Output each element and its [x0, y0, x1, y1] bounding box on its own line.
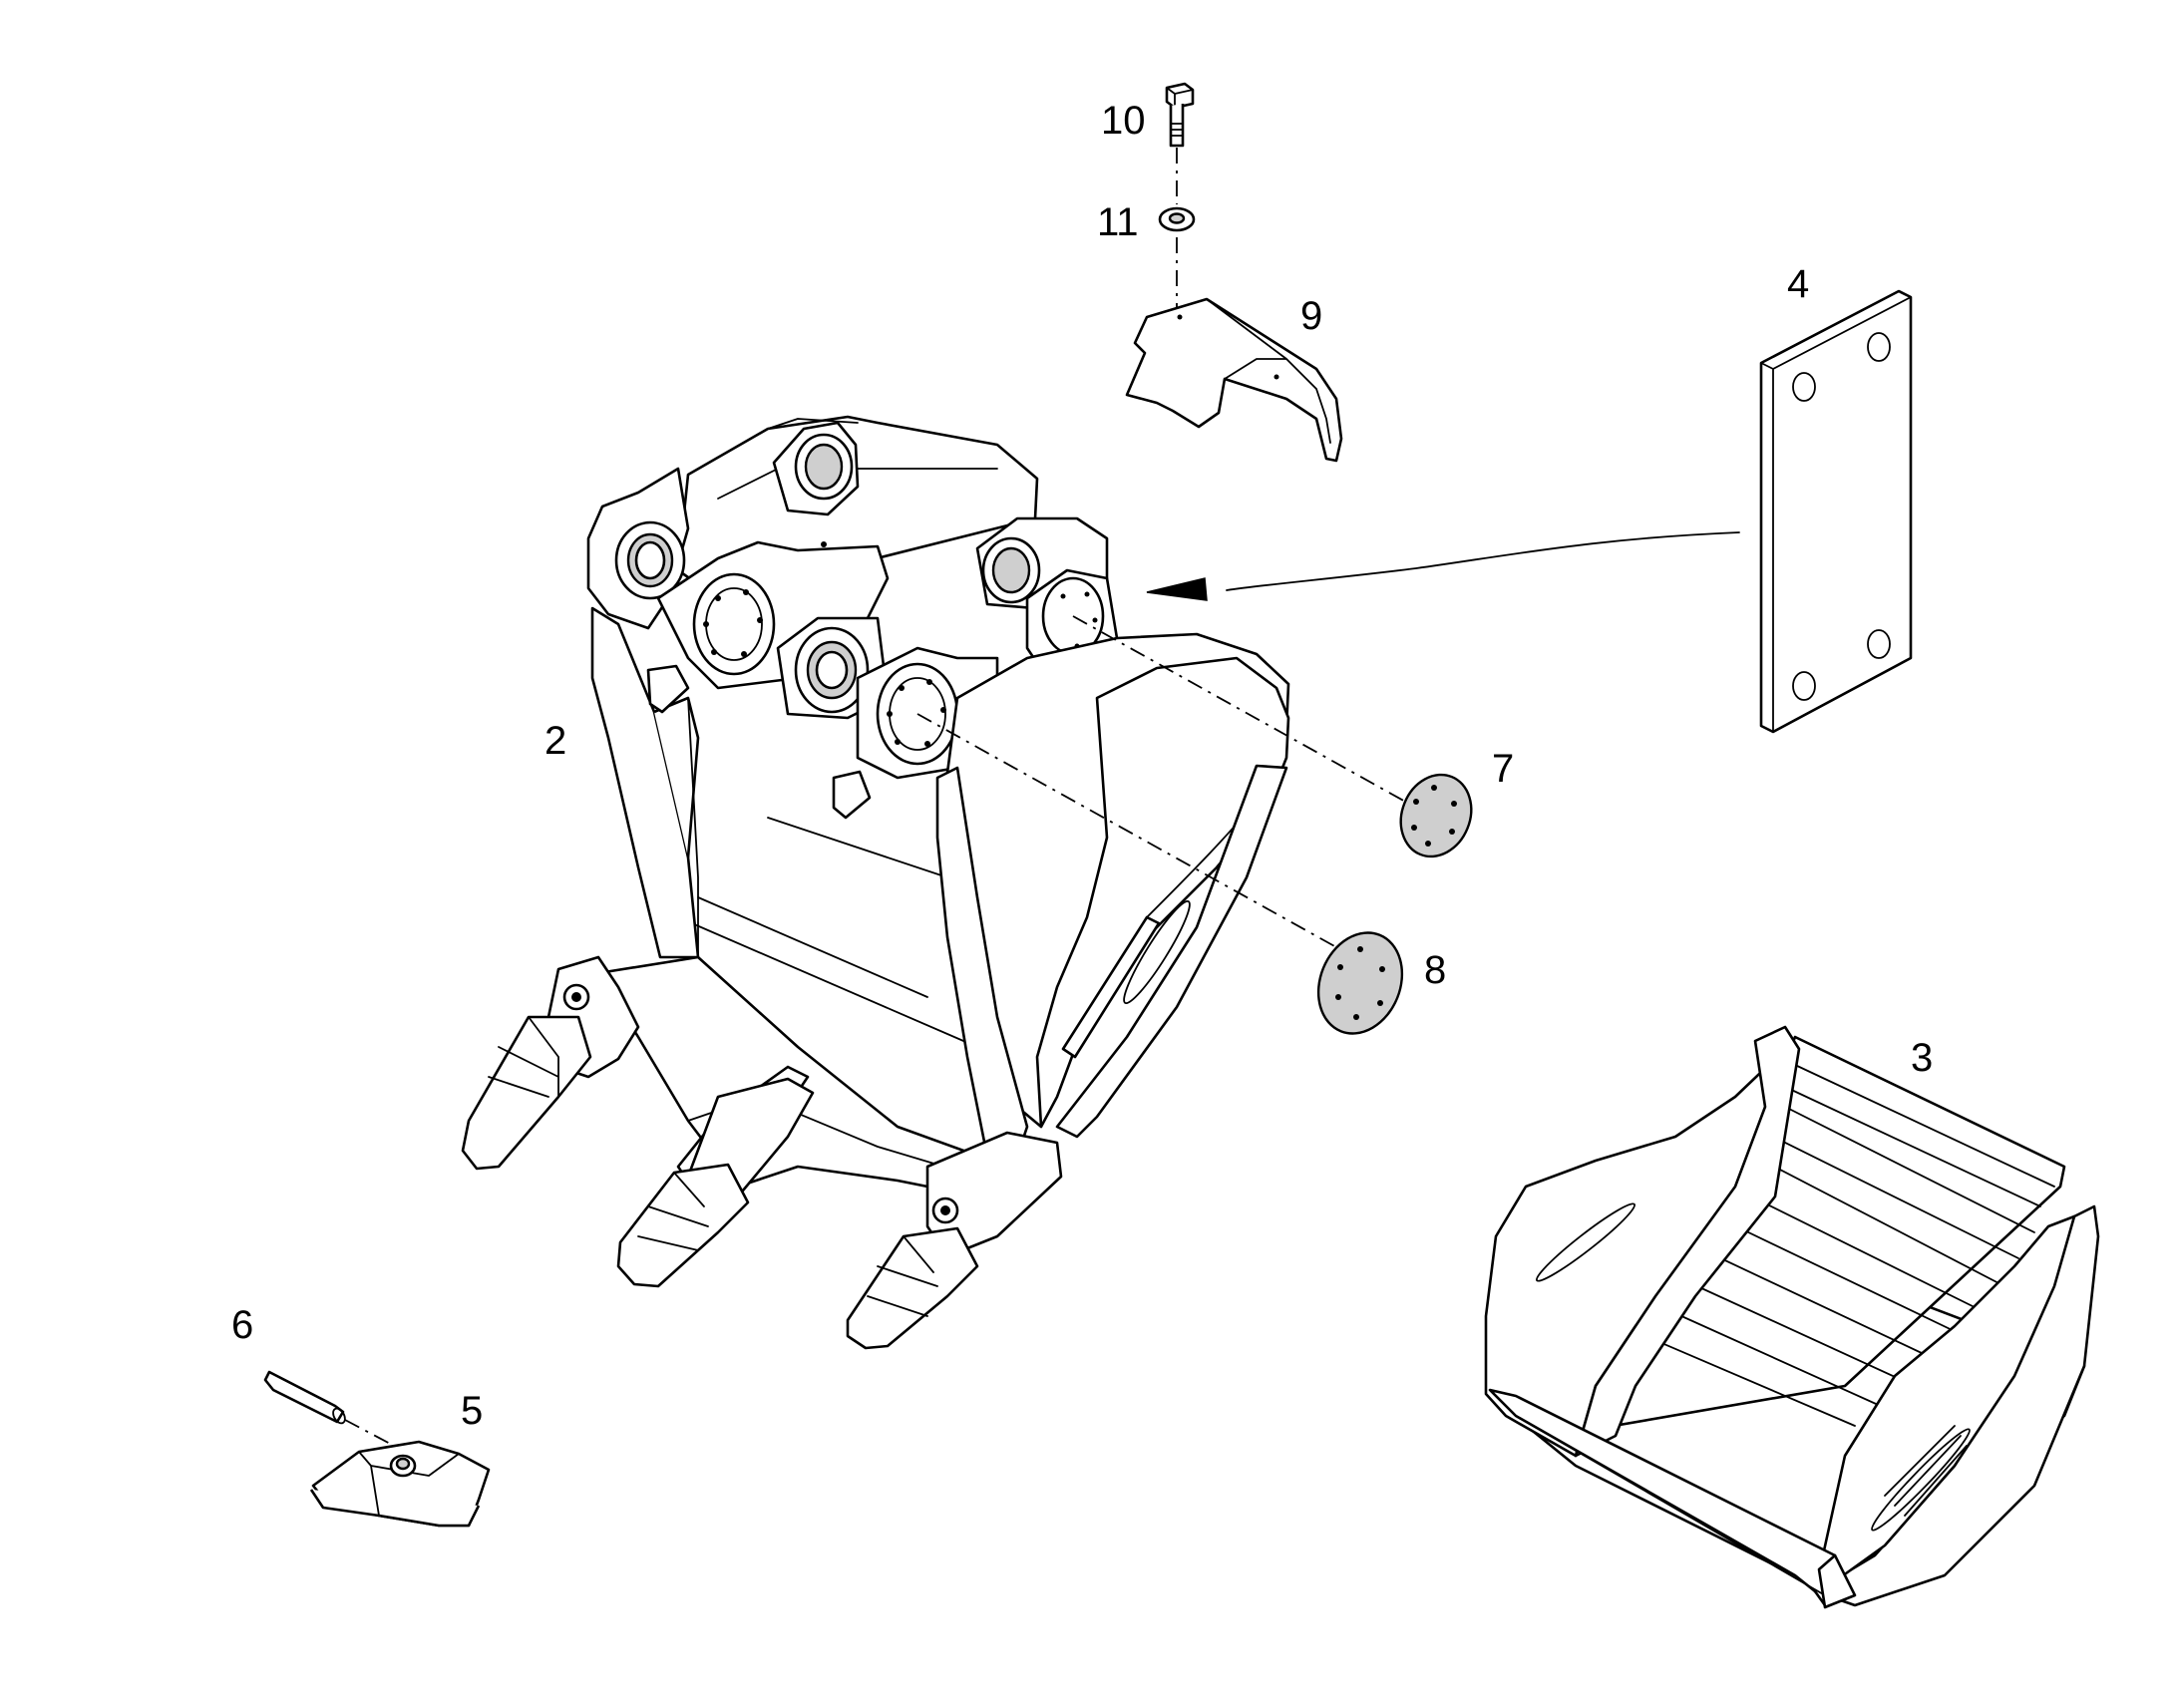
- callout-6: 6: [231, 1303, 253, 1347]
- callout-7: 7: [1492, 747, 1514, 791]
- callout-5: 5: [461, 1389, 483, 1433]
- cover-plate-icon: [1125, 297, 1343, 463]
- cover-disc-icon: [1399, 773, 1473, 858]
- bucket-liner-icon: [1484, 1025, 2100, 1609]
- tooth-adapter-icon: [309, 1440, 491, 1528]
- cover-disc-icon: [1316, 931, 1404, 1035]
- callout-9: 9: [1300, 294, 1322, 338]
- axis-line: [344, 1419, 414, 1457]
- bucket-icon: [461, 415, 1290, 1350]
- wear-plate-icon: [1759, 289, 1913, 734]
- pin-icon: [263, 1370, 346, 1425]
- washer-icon: [1158, 206, 1196, 232]
- callout-11: 11: [1097, 200, 1139, 244]
- callout-2: 2: [545, 719, 566, 763]
- reference-arrow: [1146, 531, 1740, 601]
- callout-8: 8: [1424, 948, 1446, 992]
- callout-3: 3: [1911, 1036, 1933, 1080]
- callout-10: 10: [1101, 99, 1146, 143]
- callout-4: 4: [1787, 262, 1809, 306]
- axis-line: [916, 713, 1337, 948]
- bolt-icon: [1165, 82, 1195, 148]
